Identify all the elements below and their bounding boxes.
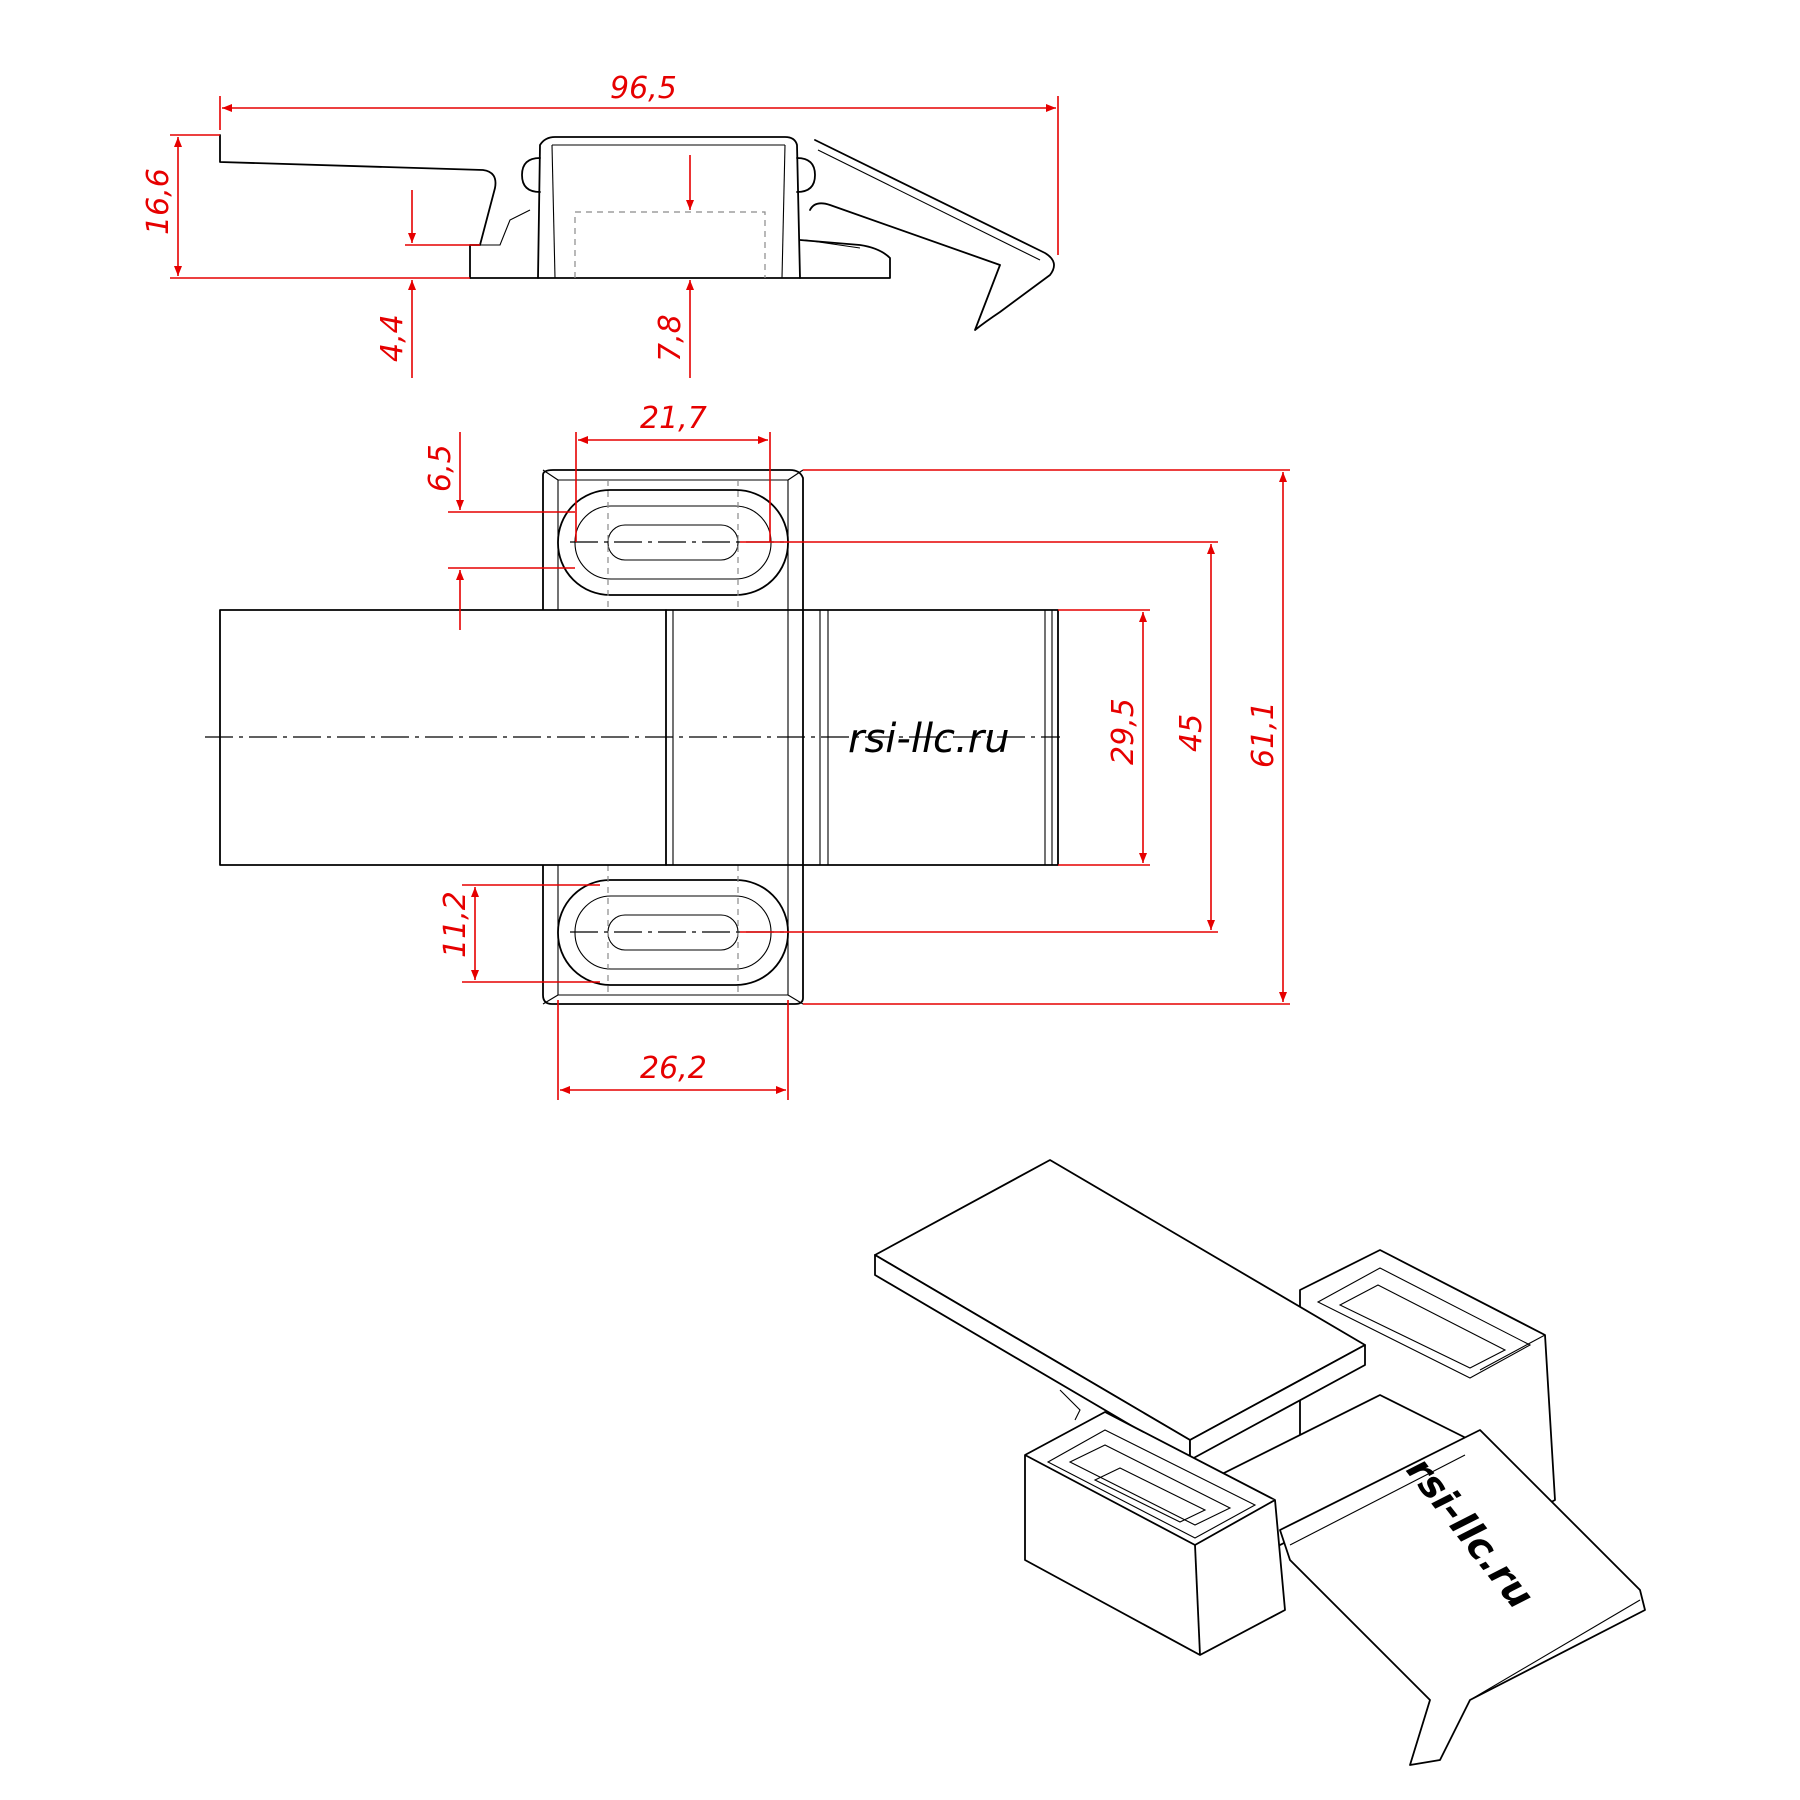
top-view-dimensions: 21,7 6,5 29,5 45 61,1 11,2 26,2 [423, 401, 1290, 1100]
top-view: rsi-llc.ru [205, 469, 1060, 1005]
side-view-base [469, 239, 891, 279]
side-view [219, 134, 1055, 331]
top-view-slot-upper [557, 480, 790, 608]
dim-overall-width: 61,1 [1246, 701, 1281, 768]
dim-slot-offset: 6,5 [423, 444, 458, 492]
dim-height: 16,6 [141, 168, 176, 235]
dim-base-thickness: 4,4 [375, 314, 410, 362]
dim-slot-depth: 7,8 [653, 314, 688, 362]
isometric-view: rsi-llc.ru [874, 1159, 1646, 1766]
dim-slot-spacing: 45 [1174, 714, 1209, 752]
dim-overall-length: 96,5 [610, 71, 677, 106]
dim-slot-width: 11,2 [438, 891, 473, 958]
side-view-housing [537, 136, 801, 279]
iso-front-block [1024, 1411, 1286, 1656]
dim-slot-length: 21,7 [640, 401, 707, 436]
side-view-strap [219, 134, 497, 279]
dim-base-length: 26,2 [640, 1051, 707, 1086]
side-view-hidden-slot [574, 211, 766, 278]
top-view-housing [542, 469, 804, 1005]
iso-latch-arm [1279, 1429, 1646, 1766]
dim-strap-width: 29,5 [1106, 698, 1141, 765]
watermark-top-view: rsi-llc.ru [848, 716, 1010, 762]
side-view-latch [809, 139, 1055, 331]
side-view-dimensions: 96,5 16,6 4,4 7,8 [141, 71, 1059, 378]
